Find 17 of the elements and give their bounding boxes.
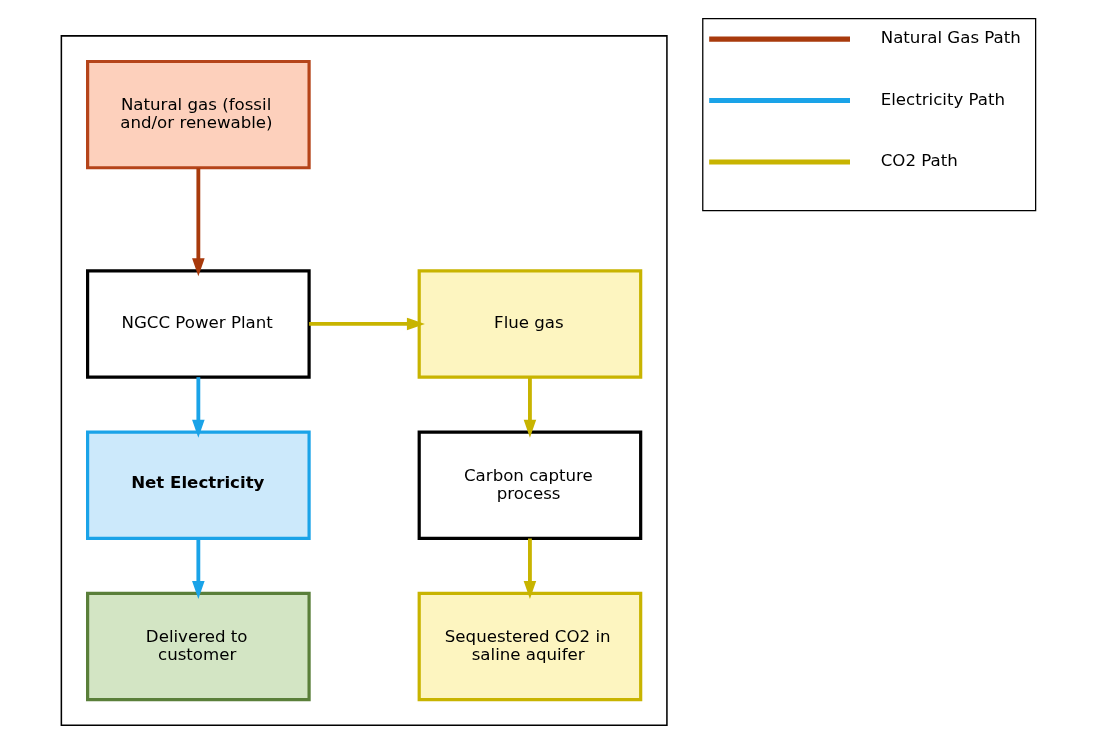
legend-label: CO2 Path [880, 151, 958, 171]
legend-label: Natural Gas Path [880, 28, 1021, 48]
node-box: Carbon capture process [417, 430, 643, 540]
node-box: Flue gas [417, 269, 643, 379]
arrow [192, 377, 205, 438]
cluster [60, 35, 668, 727]
arrow [192, 168, 205, 277]
node-box: Delivered to customer [86, 591, 311, 702]
arrow [523, 538, 537, 599]
arrow [523, 377, 537, 438]
arrow [309, 317, 425, 331]
node-box: Natural gas (fossil and/or renewable) [86, 59, 311, 170]
legend-label: Electricity Path [880, 89, 1006, 109]
node-box: Net Electricity [86, 430, 311, 540]
node-box: NGCC Power Plant [86, 269, 311, 379]
arrow [192, 538, 205, 599]
node-box: Sequestered CO2 in saline aquifer [417, 591, 643, 702]
